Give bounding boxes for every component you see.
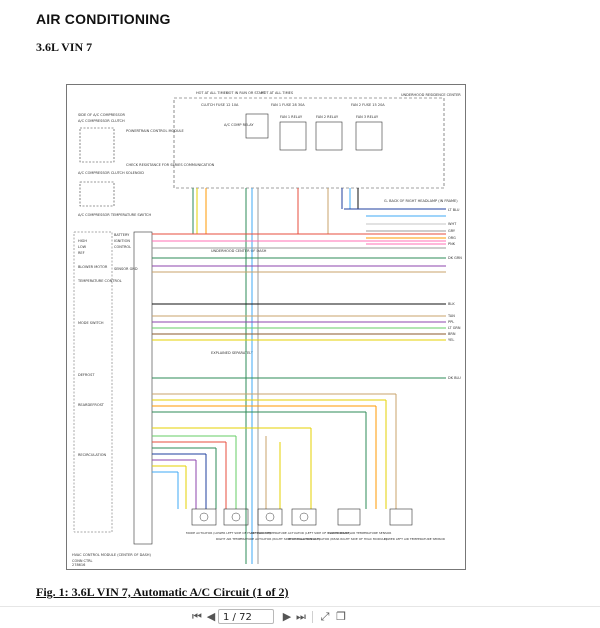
bottom-component-6: LOWER LEFT AIR TEMPERATURE SENSOR <box>384 537 445 541</box>
left-temp-actuator <box>257 508 283 526</box>
hvac-input-recirc: RECIRCULATION <box>78 453 106 457</box>
underhood-center-box <box>173 97 445 189</box>
right-wire-label-10: PPL <box>448 320 454 324</box>
previous-page-icon[interactable]: ◀ <box>206 610 216 623</box>
bottom-component-2: RIGHT AIR TEMPERATURE ACTUATOR (RIGHT SI… <box>216 537 320 541</box>
relay-ac-comp <box>245 113 269 139</box>
temperature-switch-box <box>79 181 115 207</box>
toolbar-divider <box>312 611 313 623</box>
hvac-input-ref: REF <box>78 251 85 255</box>
hvac-input-tempctrl: TEMPERATURE CONTROL <box>77 279 122 283</box>
two-page-view-icon[interactable]: ❐ <box>336 610 346 623</box>
compressor-clutch-box <box>79 127 115 163</box>
bottom-ground-label: CONN CTRL <box>72 559 93 563</box>
bottom-component-4: RECIRCULATION ACTUATOR (REAR RIGHT SIDE … <box>288 537 387 541</box>
fit-page-icon[interactable]: ⤢ <box>320 610 330 623</box>
recirculation-actuator <box>291 508 317 526</box>
relay-label-3: FAN 2 RELAY <box>316 115 339 119</box>
document-page: AIR CONDITIONING 3.6L VIN 7 HOT AT ALL T… <box>36 11 466 599</box>
right-wire-label-5: PNK <box>448 242 456 246</box>
wiring-diagram: HOT AT ALL TIMES HOT IN RUN OR START HOT… <box>66 84 466 570</box>
right-wire-label-9: TAN <box>447 314 455 318</box>
relay-label-1: A/C COMP RELAY <box>224 123 254 127</box>
fuse-label-1: CLUTCH FUSE 12 10A <box>201 103 239 107</box>
lower-left-temp-sensor <box>389 508 413 526</box>
top-label-1: HOT AT ALL TIMES <box>196 91 229 95</box>
center-note-3: UNDERHOOD CENTER OF DASH <box>211 249 267 253</box>
center-note-2: CHECK RESISTANCE FOR SERIES COMMUNICATIO… <box>126 163 215 167</box>
page-number-input[interactable]: 1 / 72 <box>218 609 274 624</box>
right-wire-label-7: DK GRN <box>448 256 462 260</box>
right-wire-label-2: WHT <box>448 222 457 226</box>
relay-fan-2 <box>315 121 343 151</box>
last-page-icon[interactable]: ⏭ <box>296 610 306 623</box>
hvac-input-high: HIGH <box>78 239 87 243</box>
relay-label-2: FAN 1 RELAY <box>280 115 303 119</box>
hvac-input-ignition: IGNITION <box>114 239 130 243</box>
actuator-drops <box>177 394 397 509</box>
center-note-1: POWERTRAIN CONTROL MODULE <box>126 129 184 133</box>
top-label-2: HOT IN RUN OR START <box>226 91 266 95</box>
diagram-frame <box>66 84 466 570</box>
hvac-input-mode: MODE SWITCH <box>78 321 104 325</box>
page-number-display: 1 / 72 <box>223 612 252 623</box>
right-wire-label-8: BLK <box>448 302 455 306</box>
relay-label-4: FAN 3 RELAY <box>356 115 379 119</box>
relay-fan-1 <box>279 121 307 151</box>
hvac-control-module <box>133 231 153 545</box>
hvac-input-sensorgnd: SENSOR GND <box>114 267 138 271</box>
module-wires <box>152 233 446 473</box>
bottom-component-5: LOWER RIGHT AIR TEMPERATURE SENSOR <box>328 531 391 535</box>
page-title: AIR CONDITIONING <box>36 11 171 27</box>
relay-fan-3 <box>355 121 383 151</box>
hvac-input-battery: BATTERY <box>114 233 130 237</box>
right-wire-label-1: LT BLU <box>448 208 460 212</box>
figure-ref-number: 278616 <box>72 563 85 567</box>
right-wire-label-12: BRN <box>448 332 456 336</box>
pdf-viewer-toolbar: ⏮ ◀ 1 / 72 ▶ ⏭ ⤢ ❐ <box>0 606 600 628</box>
bottom-component-3: LEFT AIR TEMPERATURE ACTUATOR (LEFT SIDE… <box>251 531 350 535</box>
bottom-component-1: MODE ACTUATOR (LOWER LEFT SIDE OF HVAC M… <box>186 531 271 535</box>
left-label-4: A/C COMPRESSOR TEMPERATURE SWITCH <box>78 213 151 217</box>
left-label-3: A/C COMPRESSOR CLUTCH SOLENOID <box>78 171 144 175</box>
right-wire-label-11: LT GRN <box>448 326 461 330</box>
first-page-icon[interactable]: ⏮ <box>192 610 202 623</box>
figure-caption: Fig. 1: 3.6L VIN 7, Automatic A/C Circui… <box>36 585 289 599</box>
right-wire-label-3: GRY <box>448 229 456 233</box>
left-label-2: A/C COMPRESSOR CLUTCH <box>78 119 125 123</box>
hvac-module-label: HVAC CONTROL MODULE (CENTER OF DASH) <box>72 553 151 557</box>
fuse-label-2: FAN 1 FUSE 28 30A <box>271 103 305 107</box>
hvac-input-defrost: DEFROST <box>78 373 95 377</box>
hvac-input-blower: BLOWER MOTOR <box>78 265 108 269</box>
actuator-row <box>191 508 413 526</box>
right-wire-label-6: YEL <box>448 338 454 342</box>
next-page-icon[interactable]: ▶ <box>282 610 292 623</box>
hvac-input-reardefrost: REARDEFROST <box>78 403 105 407</box>
right-wire-label-13: DK BLU <box>448 376 461 380</box>
top-label-3: HOT AT ALL TIMES <box>261 91 294 95</box>
hvac-input-control: CONTROL <box>114 245 131 249</box>
right-wire-label-4: ORG <box>448 236 456 240</box>
top-label-4: UNDERHOOD RESIDENCE CENTER <box>401 93 461 97</box>
mode-actuator <box>191 508 217 526</box>
ground-label: G- BACK OF RIGHT HEADLAMP (IN FRAME) <box>384 199 458 203</box>
lower-right-temp-sensor <box>337 508 361 526</box>
hvac-input-low: LOW <box>78 245 87 249</box>
fuse-label-3: FAN 2 FUSE 15 20A <box>351 103 385 107</box>
page-subtitle: 3.6L VIN 7 <box>36 40 93 54</box>
center-note-4: EXPLAINED SEPARATELY <box>211 351 254 355</box>
left-label-1: SIDE OF A/C COMPRESSOR <box>78 113 125 117</box>
right-temp-actuator <box>223 508 249 526</box>
